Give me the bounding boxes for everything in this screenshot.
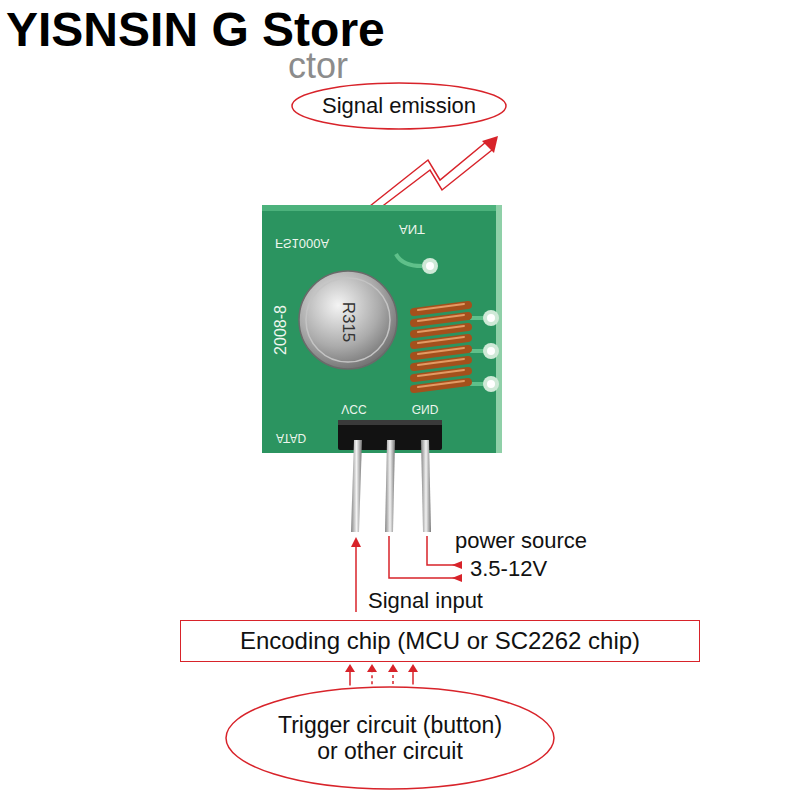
process-box: Encoding chip (MCU or SC2262 chip) bbox=[180, 620, 700, 662]
arrowhead bbox=[345, 664, 355, 672]
text-holder: Trigger circuit (button) or other circui… bbox=[270, 712, 510, 765]
pcb-board bbox=[262, 205, 502, 453]
callout-ellipse: Trigger circuit (button) or other circui… bbox=[225, 686, 555, 790]
ellipse-shape bbox=[226, 687, 554, 789]
arrow-line bbox=[412, 671, 414, 685]
text-holder: Encoding chip (MCU or SC2262 chip) bbox=[240, 627, 640, 655]
store-watermark: YISNSIN G Store bbox=[6, 6, 385, 54]
pin-header bbox=[338, 420, 442, 532]
antenna-pin-label: ANT bbox=[399, 223, 425, 236]
date-code: 2008-8 bbox=[273, 305, 289, 355]
annotation: power source bbox=[455, 530, 587, 552]
voltage-range: 3.5-12V bbox=[470, 558, 547, 580]
antenna-coil bbox=[414, 304, 468, 389]
arrowhead bbox=[388, 664, 398, 672]
node-text: Encoding chip (MCU or SC2262 chip) bbox=[240, 627, 640, 655]
node-text: Signal emission bbox=[322, 93, 476, 118]
watermark-fragment: ctor bbox=[288, 48, 348, 84]
emission-arrow bbox=[370, 136, 498, 208]
saw-resonator bbox=[299, 271, 397, 369]
module-model: FS1000A bbox=[275, 237, 329, 250]
pin-label: VCC bbox=[341, 403, 366, 415]
annotation: Signal input bbox=[368, 590, 483, 612]
arrowhead bbox=[408, 664, 418, 672]
node-text: Trigger circuit (button) or other circui… bbox=[270, 712, 510, 765]
signal-arrows bbox=[345, 664, 418, 686]
arrowhead bbox=[367, 664, 377, 672]
pin-label: ATAD bbox=[276, 432, 306, 444]
arrow-line bbox=[392, 671, 394, 684]
arrow-line bbox=[349, 671, 351, 686]
ellipse-shape bbox=[292, 83, 506, 129]
callout-ellipse: Signal emission bbox=[291, 82, 507, 130]
pin-label: GND bbox=[412, 403, 439, 415]
text-holder: Signal emission bbox=[322, 93, 476, 118]
resonator-marking: R315 bbox=[340, 302, 357, 343]
arrow-line bbox=[371, 671, 373, 684]
